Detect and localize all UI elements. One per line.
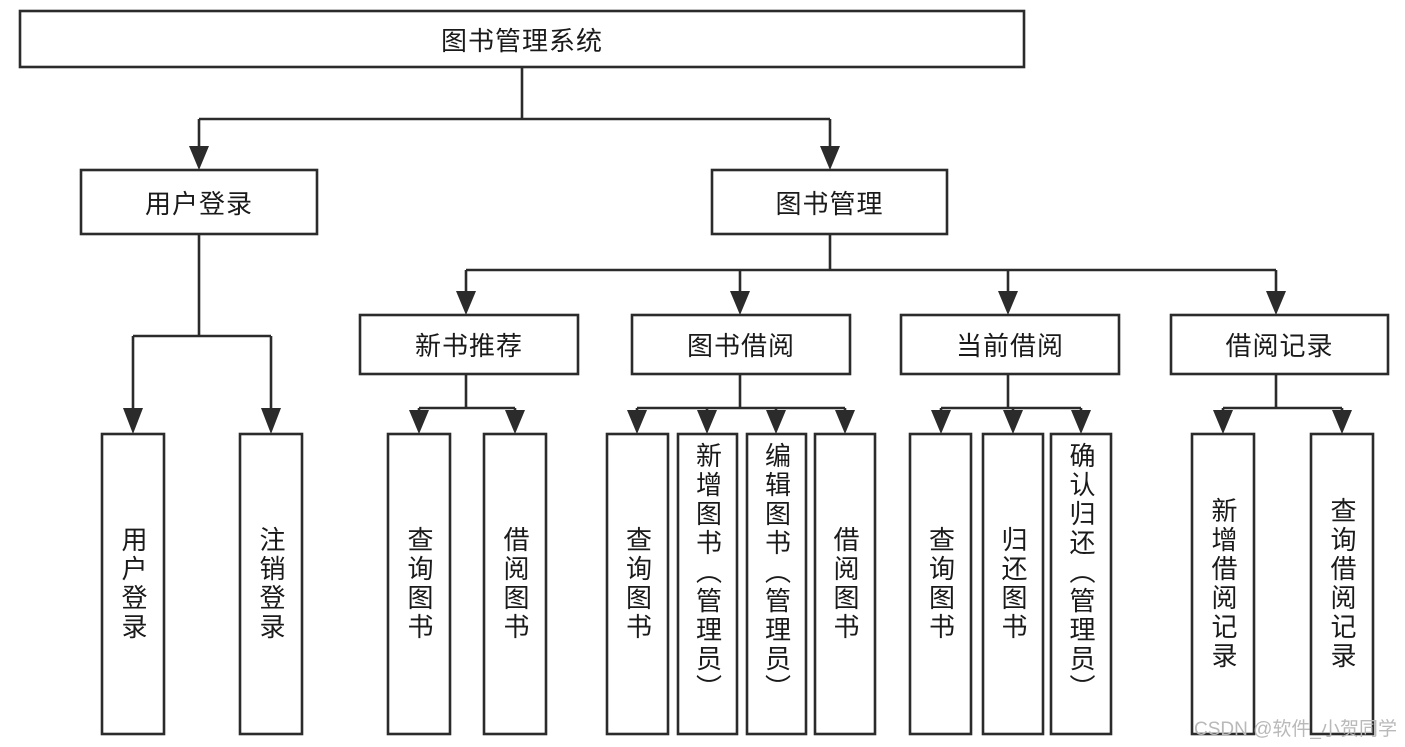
node-box-leaf-add-borrow-record[interactable] xyxy=(1190,432,1256,736)
arrow-head-new-book-to-leaf2 xyxy=(505,410,525,434)
node-box-leaf-query-borrow-record[interactable] xyxy=(1309,432,1375,736)
node-box-leaf-borrow-book-1[interactable] xyxy=(482,432,548,736)
node-box-leaf-logout[interactable] xyxy=(238,432,304,736)
connector-group-root xyxy=(189,67,840,170)
node-box-leaf-confirm-return-admin[interactable] xyxy=(1049,432,1113,736)
node-box-book-borrow[interactable] xyxy=(630,313,852,376)
arrow-head-new-book-to-leaf1 xyxy=(409,410,429,434)
connector-group-book-mgmt xyxy=(456,234,1286,315)
arrow-head-borrow-record-to-leaf2 xyxy=(1332,410,1352,434)
node-box-leaf-query-book-2[interactable] xyxy=(605,432,670,736)
node-box-new-book-recommend[interactable] xyxy=(358,313,580,376)
node-box-leaf-borrow-book-2[interactable] xyxy=(813,432,877,736)
node-box-leaf-user-login[interactable] xyxy=(100,432,166,736)
arrow-head-current-borrow-to-leaf3 xyxy=(1071,410,1091,434)
arrow-head-book-mgmt-to-current xyxy=(998,291,1018,315)
node-box-leaf-return-book[interactable] xyxy=(981,432,1045,736)
connector-group-user-login xyxy=(123,234,281,434)
connector-group-borrow xyxy=(627,374,855,434)
arrow-head-borrow-to-leaf4 xyxy=(835,410,855,434)
connector-group-borrow-record xyxy=(1213,374,1352,434)
node-box-user-login[interactable] xyxy=(79,168,319,236)
arrow-head-current-borrow-to-leaf2 xyxy=(1003,410,1023,434)
node-box-leaf-edit-book-admin[interactable] xyxy=(745,432,808,736)
arrow-head-book-mgmt-to-borrow xyxy=(730,291,750,315)
arrow-head-root-to-user-login xyxy=(189,146,209,170)
arrow-head-borrow-to-leaf3 xyxy=(766,410,786,434)
node-box-root[interactable] xyxy=(18,9,1026,69)
arrow-head-user-login-to-leaf1 xyxy=(123,408,143,434)
node-box-leaf-add-book-admin[interactable] xyxy=(676,432,739,736)
node-box-leaf-query-book-1[interactable] xyxy=(386,432,452,736)
node-box-borrow-record[interactable] xyxy=(1169,313,1390,376)
connector-group-current-borrow xyxy=(931,374,1091,434)
connector-group-new-book xyxy=(409,374,525,434)
arrow-head-book-mgmt-to-new-book xyxy=(456,291,476,315)
arrow-head-book-mgmt-to-record xyxy=(1266,291,1286,315)
node-box-current-borrow[interactable] xyxy=(899,313,1121,376)
node-box-leaf-query-book-3[interactable] xyxy=(908,432,973,736)
arrow-head-borrow-to-leaf1 xyxy=(627,410,647,434)
arrow-head-current-borrow-to-leaf1 xyxy=(931,410,951,434)
arrow-head-root-to-book-mgmt xyxy=(820,146,840,170)
arrow-head-borrow-to-leaf2 xyxy=(697,410,717,434)
arrow-head-borrow-record-to-leaf1 xyxy=(1213,410,1233,434)
arrow-head-user-login-to-leaf2 xyxy=(261,408,281,434)
node-box-book-management[interactable] xyxy=(710,168,949,236)
